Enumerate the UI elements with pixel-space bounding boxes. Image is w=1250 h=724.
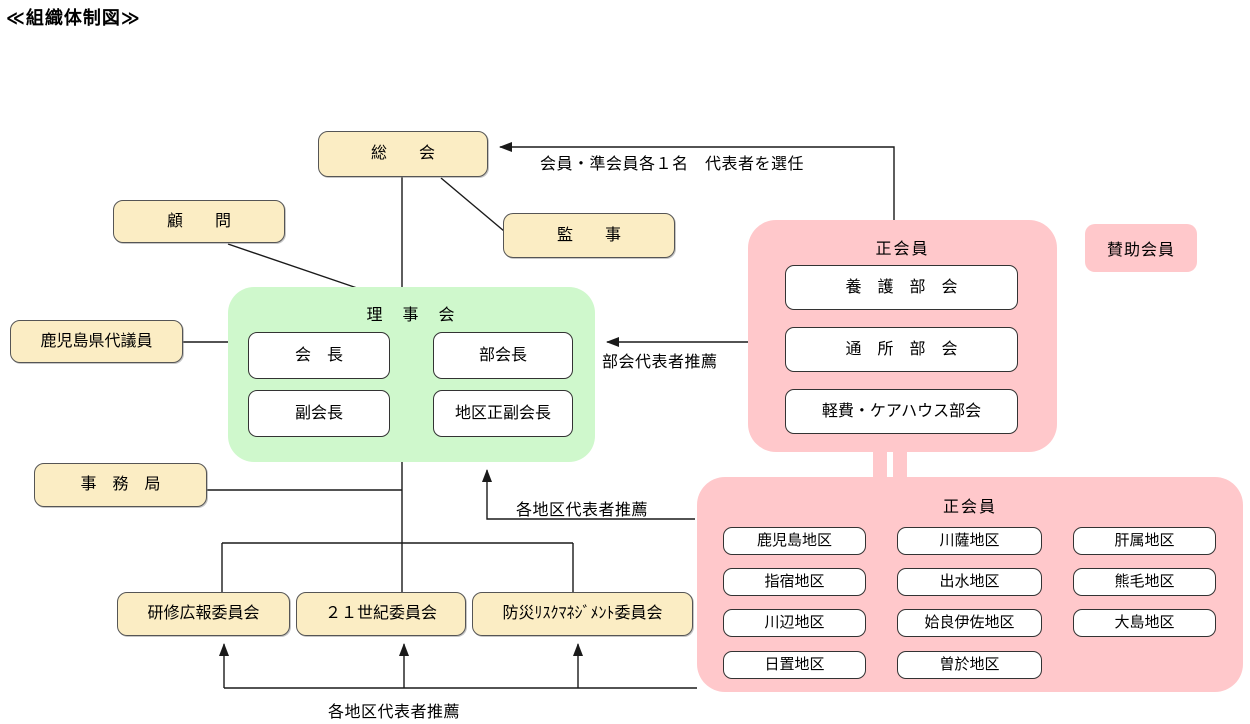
board-district-chiefs: 地区正副会長 bbox=[433, 390, 573, 437]
district-aira-isa: 姶良伊佐地区 bbox=[897, 609, 1042, 637]
node-advisor: 顧 問 bbox=[113, 200, 285, 243]
district-hioki: 日置地区 bbox=[723, 651, 866, 679]
full-members-districts-panel: 正会員 鹿児島地区 指宿地区 川辺地区 日置地区 川薩地区 出水地区 姶良伊佐地… bbox=[697, 477, 1243, 692]
node-auditor: 監 事 bbox=[503, 213, 675, 258]
full-members-sections-panel: 正会員 養 護 部 会 通 所 部 会 軽費・ケアハウス部会 bbox=[748, 220, 1057, 452]
full-members-districts-title: 正会員 bbox=[942, 499, 997, 516]
members-pipe-left bbox=[873, 452, 887, 477]
annotation-district-recommend-upper: 各地区代表者推薦 bbox=[516, 502, 649, 519]
node-committee-disaster-risk: 防災ﾘｽｸﾏﾈｼﾞﾒﾝﾄ委員会 bbox=[472, 592, 693, 636]
node-committee-21st-century: ２１世紀委員会 bbox=[296, 592, 466, 636]
supporting-members-chip: 賛助会員 bbox=[1085, 224, 1197, 272]
annotation-elect-representative: 会員・準会員各１名 代表者を選任 bbox=[540, 156, 805, 173]
board-panel: 理 事 会 会 長 部会長 副会長 地区正副会長 bbox=[228, 287, 595, 462]
district-kimotsuki: 肝属地区 bbox=[1073, 527, 1216, 555]
district-ibusuki: 指宿地区 bbox=[723, 568, 866, 596]
district-kawanabe: 川辺地区 bbox=[723, 609, 866, 637]
section-carehouse: 軽費・ケアハウス部会 bbox=[785, 389, 1018, 434]
section-day-service: 通 所 部 会 bbox=[785, 327, 1018, 372]
board-vice-president: 副会長 bbox=[248, 390, 390, 437]
district-kagoshima: 鹿児島地区 bbox=[723, 527, 866, 555]
node-general-assembly: 総 会 bbox=[318, 131, 488, 177]
board-president: 会 長 bbox=[248, 332, 390, 379]
full-members-sections-title: 正会員 bbox=[875, 241, 930, 258]
line-advisor-to-board bbox=[227, 243, 361, 290]
node-prefectural-delegates: 鹿児島県代議員 bbox=[10, 320, 183, 363]
node-committee-training-pr: 研修広報委員会 bbox=[117, 592, 290, 636]
district-sensatsu: 川薩地区 bbox=[897, 527, 1042, 555]
district-oshima: 大島地区 bbox=[1073, 609, 1216, 637]
board-title: 理 事 会 bbox=[366, 307, 457, 324]
node-secretariat: 事 務 局 bbox=[34, 463, 207, 507]
board-section-chief: 部会長 bbox=[433, 332, 573, 379]
section-nursing: 養 護 部 会 bbox=[785, 265, 1018, 310]
line-assembly-to-auditor bbox=[440, 177, 505, 232]
annotation-district-recommend-lower: 各地区代表者推薦 bbox=[328, 704, 461, 721]
district-soo: 曽於地区 bbox=[897, 651, 1042, 679]
district-kumage: 熊毛地区 bbox=[1073, 568, 1216, 596]
district-izumi: 出水地区 bbox=[897, 568, 1042, 596]
page-title: ≪組織体制図≫ bbox=[6, 8, 141, 28]
annotation-section-recommend: 部会代表者推薦 bbox=[602, 354, 718, 371]
members-pipe-right bbox=[893, 452, 907, 477]
